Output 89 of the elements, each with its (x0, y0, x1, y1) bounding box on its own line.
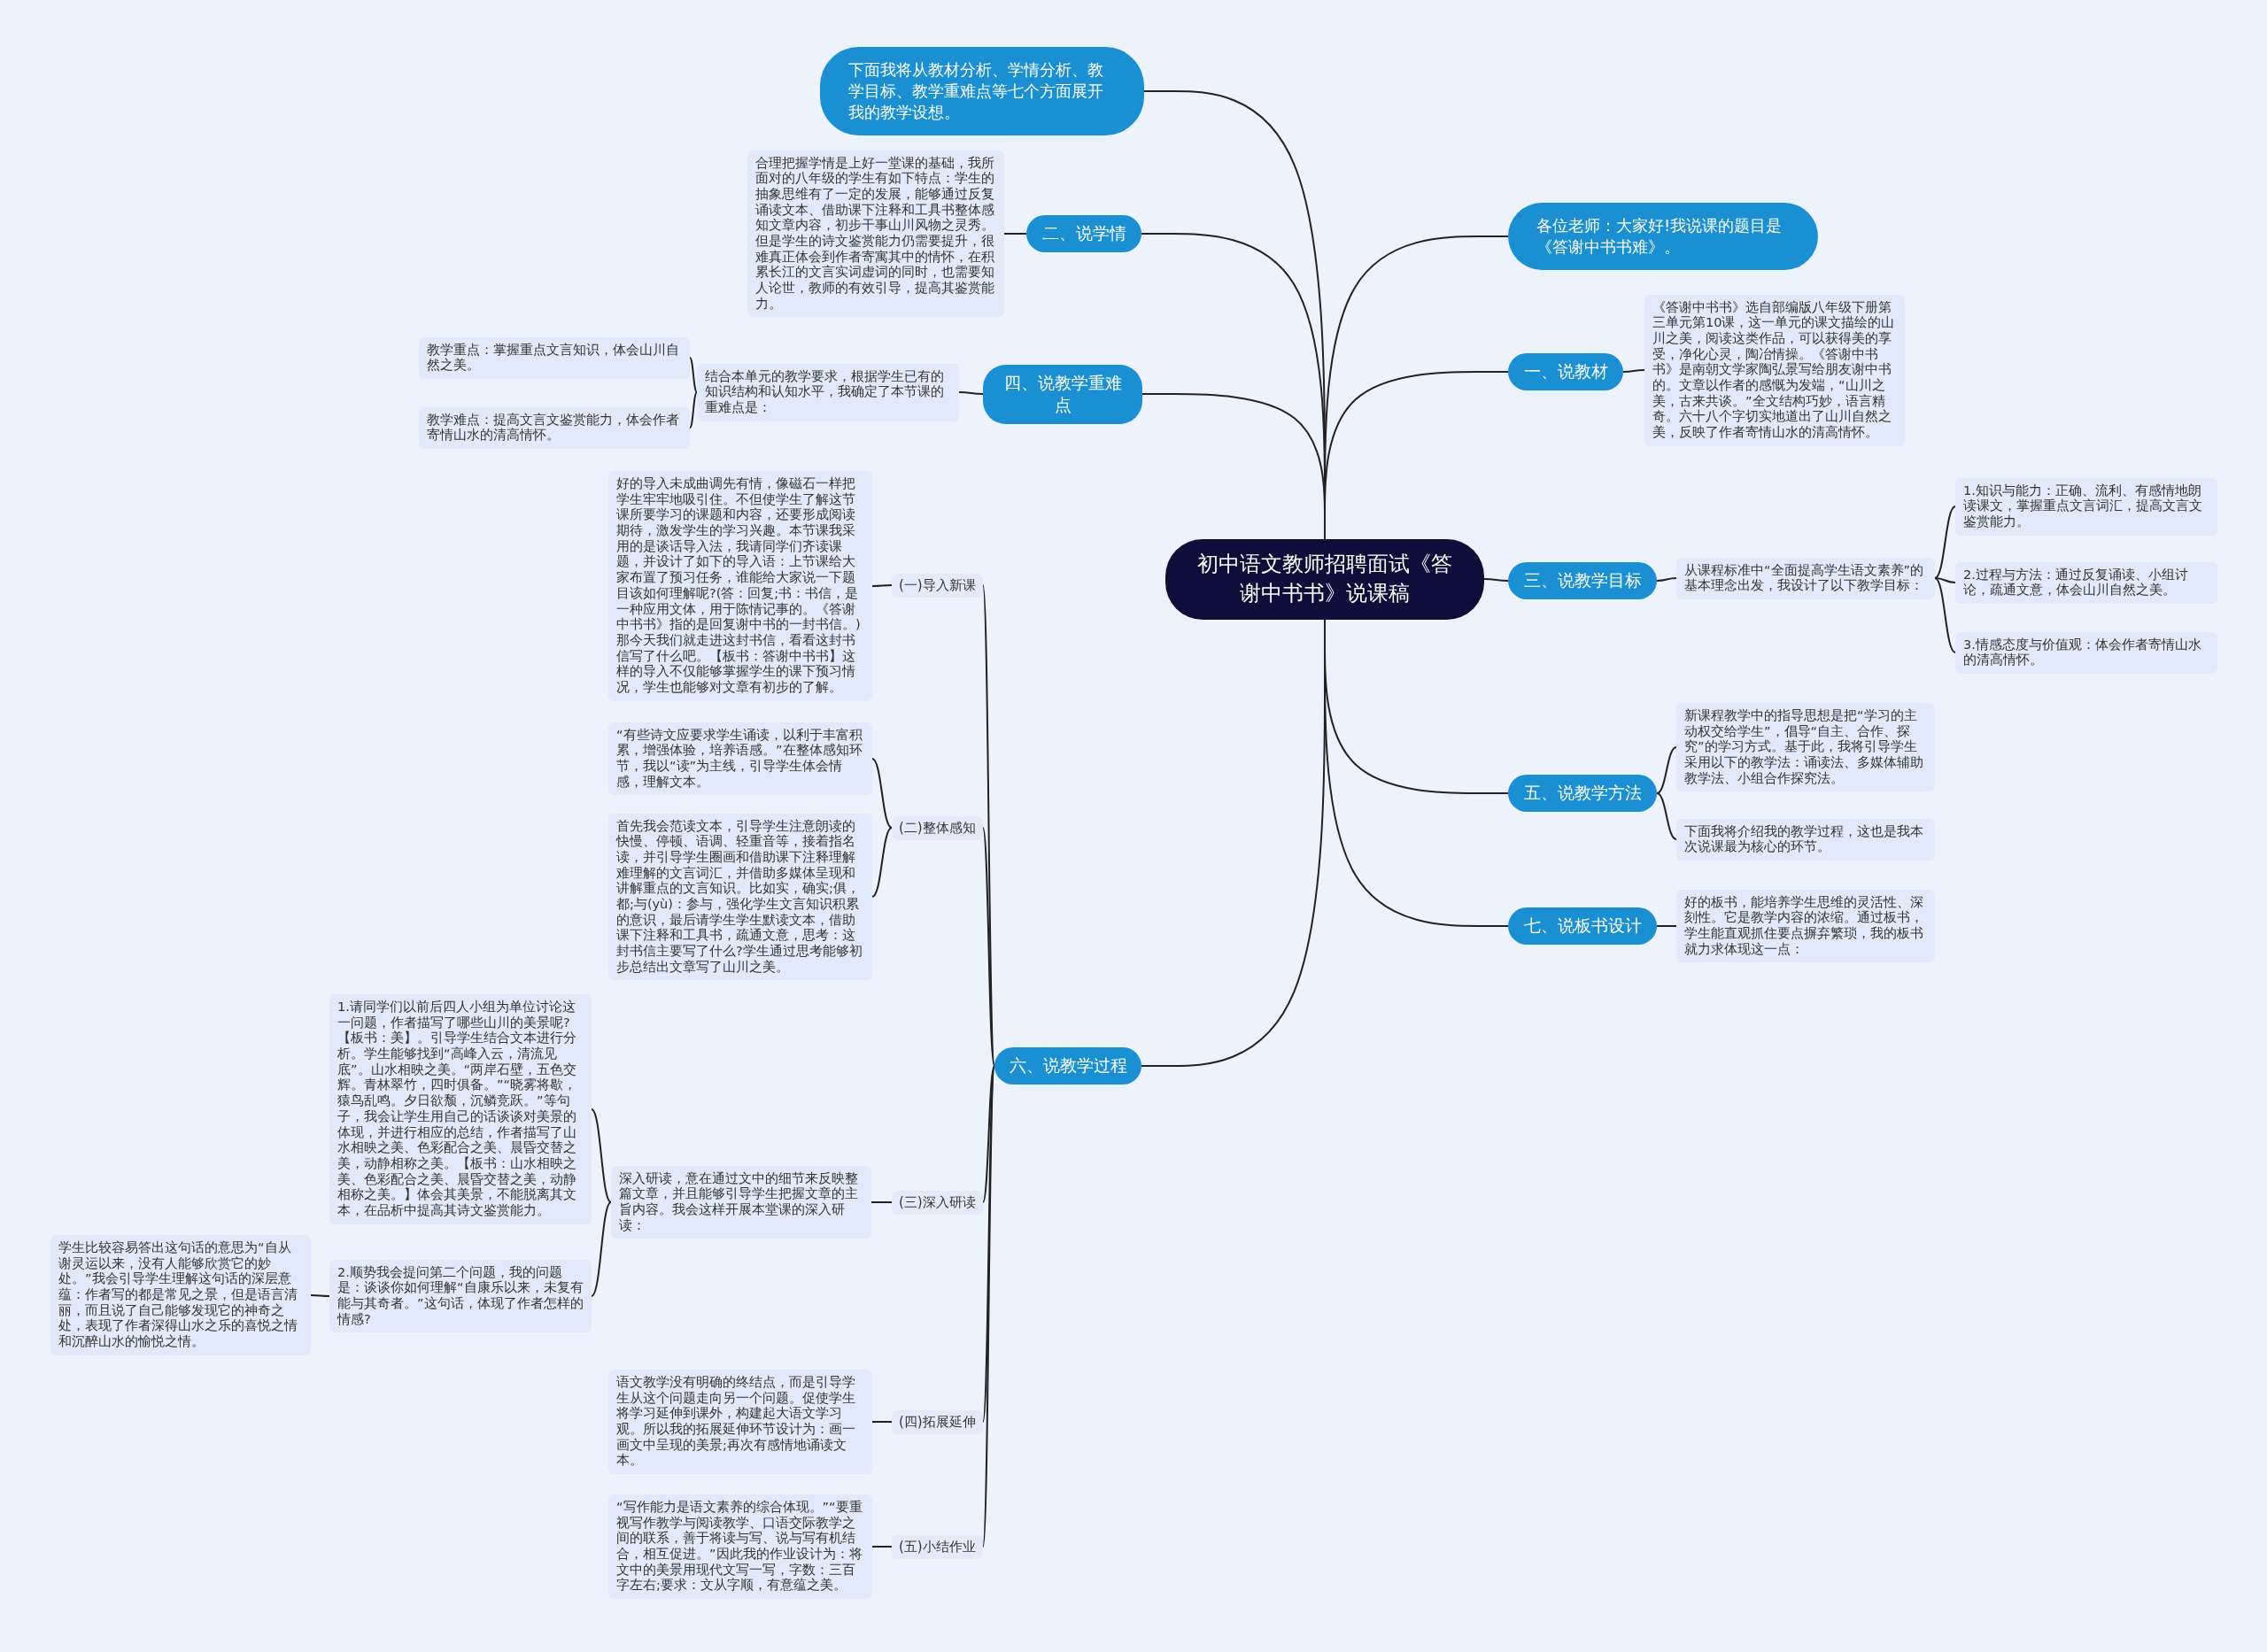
subtopic-tag (892, 1534, 983, 1559)
note-text: “写作能力是语文素养的综合体现。”“要重视写作教学与阅读教学、口语交际教学之间的联系，善于将读与写、说与写有机结合，相互促进。”因此我的作业设计为：将文中的美景用现代文写一写，字数：三百字左右;要求：文从字顺，有意蕴之美。 (616, 1500, 863, 1594)
connector-line (1934, 577, 1956, 583)
connector-line (689, 357, 698, 393)
connector-line (1483, 578, 1509, 582)
note-text: 新课程教学中的指导思想是把“学习的主动权交给学生”，倡导“自主、合作、探究”的学习方式。基于此，我将引导学生采用以下的教学法：诵读法、多媒体辅助教学法、小组合作探究法。 (1684, 708, 1924, 787)
note-text: 《答谢中书书》选自部编版八年级下册第三单元第10课，这一单元的课文描绘的山川之美，阅读这类作品，可以获得美的享受，净化心灵，陶冶情操。《答谢中书书》是南朝文学家陶弘景写给朋友谢中书的。文章以作者的感慨为发端，“山川之美，古来共谈。”全文结构巧妙，语言精奇。六十八个字切实地道出了山川自然之美，反映了作者寄情山水的清高情怀。 (1652, 299, 1896, 441)
note-card (1676, 557, 1935, 599)
topic-text: 三、说教学目标 (1522, 569, 1643, 591)
note-card (608, 722, 872, 796)
note-card (50, 1235, 311, 1355)
note-card (419, 336, 690, 379)
note-text: 2.过程与方法：通过反复诵读、小组讨论，疏通文意，体会山川自然之美。 (1963, 567, 2189, 598)
note-card (1676, 703, 1935, 792)
note-text: 学生比较容易答出这句话的意思为“自从谢灵运以来，没有人能够欣赏它的妙处。”我会引导学生理解这句话的深层意蕴：作者写的都是常见之景，但是语言清丽，而且说了自己能够发现它的神奇之处，表现了作者深得山水之乐的喜悦之情和沉醉山水的愉悦之情。 (58, 1240, 298, 1350)
note-card (1955, 631, 2217, 674)
subtopic-tag (892, 573, 983, 598)
topic-text: 下面我将从教材分析、学情分析、教学目标、教学重难点等七个方面展开我的教学设想。 (848, 58, 1104, 124)
topic-pill (1508, 775, 1657, 812)
connector-line (982, 1065, 995, 1423)
connector-line (310, 1294, 330, 1297)
note-card (1955, 477, 2217, 536)
note-text: 好的导入未成曲调先有情，像磁石一样把学生牢牢地吸引住。不但使学生了解这节课所要学习的课题和内容，还要形成阅读期待，激发学生的学习兴趣。本节课我采用的是谈话导入法，我请同学们齐读课题，并设计了如下的导入语：上节课给大家布置了预习任务，谁能给大家说一下题目该如何理解呢?(答：回复;书：书信，是一种应用文体，用于陈情记事的。《答谢中书书》指的是回复谢中书的一封书信。)那今天我们就走进这封书信，看看这封书信写了什么吧。【板书：答谢中书书】这样的导入不仅能够掌握学生的课下预习情况，学生也能够对文章有初步的了解。 (616, 476, 862, 696)
topic-text: 五、说教学方法 (1522, 782, 1643, 804)
connector-line (871, 758, 893, 829)
note-text: 语文教学没有明确的终结点，而是引导学生从这个问题走向另一个问题。促使学生将学习延伸到课外，构建起大语文学习观。所以我的拓展延伸环节设计为：画一画文中呈现的美景;再次有感情地诵读文本。 (616, 1375, 856, 1470)
note-text: 从课程标准中“全面提高学生语文素养”的基本理念出发，我设计了以下教学目标： (1684, 562, 1925, 594)
subtopic-text: (五)小结作业 (899, 1538, 976, 1556)
note-text: 好的板书，能培养学生思维的灵活性、深刻性。它是教学内容的浓缩。通过板书，学生能直观抓住要点摒弃繁琐，我的板书就力求体现这一点： (1684, 894, 1924, 958)
topic-pill (1508, 353, 1623, 390)
note-card (611, 1165, 871, 1239)
note-text: 3.情感态度与价值观：体会作者寄情山水的清高情怀。 (1963, 637, 2202, 668)
note-card (608, 1494, 872, 1600)
note-card (1676, 818, 1935, 861)
note-text: 下面我将介绍我的教学过程，这也是我本次说课最为核心的环节。 (1684, 823, 1924, 855)
topic-text: 二、说学情 (1041, 222, 1127, 244)
subtopic-tag (892, 1409, 983, 1434)
topic-text: 初中语文教师招聘面试《答谢中书书》说课稿 (1196, 550, 1453, 608)
note-card (1676, 889, 1935, 963)
topic-text: 一、说教材 (1522, 360, 1609, 382)
note-card (329, 1259, 592, 1333)
topic-text: 四、说教学重难点 (1002, 371, 1123, 417)
subtopic-tag (892, 1190, 983, 1215)
note-text: 教学重点：掌握重点文言知识，体会山川自然之美。 (427, 342, 680, 374)
note-card (697, 363, 959, 421)
connector-line (870, 1201, 893, 1203)
note-text: 首先我会范读文本，引导学生注意朗读的快慢、停顿、语调、轻重音等，接着指名读，并引导学生圈画和借助课下注释理解难理解的文言词汇，并借助多媒体呈现和讲解重点的文言知识。比如实，确实;俱，都;与(yù)：参与，强化学生文言知识积累的意识，最后请学生学生默读文本，借助课下注释和工具书，疏通文意，思考：这封书信主要写了什么?学生通过思考能够初步总结出文章写了山川之美。 (616, 818, 863, 976)
connector-line (591, 1108, 612, 1203)
topic-text: 七、说板书设计 (1522, 915, 1643, 937)
connector-line (1003, 233, 1027, 235)
connector-line (982, 827, 995, 1067)
subtopic-text: (一)导入新课 (899, 576, 976, 594)
subtopic-tag (892, 815, 983, 840)
connector-line (1656, 925, 1677, 927)
connector-line (689, 391, 698, 428)
subtopic-text: (三)深入研读 (899, 1193, 976, 1211)
note-text: 2.顺势我会提问第二个问题，我的问题是：谈谈你如何理解“自康乐以来，未复有能与其奇者。”这句话，体现了作者怎样的情感? (337, 1264, 584, 1328)
topic-pill (994, 1047, 1141, 1085)
connector-line (871, 1546, 893, 1548)
connector-line (958, 391, 984, 395)
note-text: 1.知识与能力：正确、流利、有感情地朗读课文，掌握重点文言词汇，提高文言文鉴赏能力。 (1963, 482, 2203, 530)
topic-text: 各位老师：大家好!我说课的题目是《答谢中书书难》。 (1536, 214, 1783, 258)
connector-line (1656, 792, 1677, 840)
connector-line (871, 827, 893, 898)
connector-line (1934, 506, 1956, 579)
note-text: “有些诗文应要求学生诵读，以利于丰富积累，增强体验，培养语感。”在整体感知环节，我以“读”为主线，引导学生体会情感，理解文本。 (616, 727, 863, 791)
note-card (419, 406, 690, 449)
connector-line (591, 1201, 612, 1297)
note-text: 深入研读，意在通过文中的细节来反映整篇文章，并且能够引导学生把握文章的主旨内容。我会这样开展本堂课的深入研读： (619, 1170, 859, 1234)
connector-line (871, 1421, 893, 1423)
connector-line (1656, 746, 1677, 794)
topic-text: 六、说教学过程 (1009, 1054, 1127, 1077)
connector-line (871, 584, 893, 587)
note-text: 教学难点：提高文言文鉴赏能力，体会作者寄情山水的清高情怀。 (427, 412, 680, 444)
topic-pill (1026, 215, 1141, 252)
note-text: 1.请同学们以前后四人小组为单位讨论这一问题，作者描写了哪些山川的美景呢?【板书：美】。引导学生结合文本进行分析。学生能够找到“高峰入云，清流见底”。山水相映之美。“两岸石壁，五色交辉。青林翠竹，四时俱备。”“晓雾将歇，猿鸟乱鸣。夕日欲颓，沉鳞竞跃。”等句子，我会让学生用自己的话谈谈对美景的体现，并进行相应的总结，作者描写了山水相映之美、色彩配合之美、晨昏交替之美，动静相称之美。【板书：山水相映之美、色彩配合之美、晨昏交替之美，动静相称之美。】体会其美景，不能脱离其文本，在品析中提高其诗文鉴赏能力。 (337, 1000, 578, 1219)
note-text: 结合本单元的教学要求，根据学生已有的知识结构和认知水平，我确定了本节课的重难点是： (705, 368, 945, 416)
topic-pill (1508, 562, 1657, 599)
topic-pill (1508, 907, 1657, 945)
connector-line (1656, 577, 1677, 582)
connector-line (1934, 577, 1956, 653)
connector-line (1622, 369, 1645, 373)
subtopic-text: (四)拓展延伸 (899, 1413, 976, 1431)
topic-pill (983, 364, 1142, 424)
note-text: 合理把握学情是上好一堂课的基础，我所面对的八年级的学生有如下特点：学生的抽象思维有了一定的发展，能够通过反复诵读文本、借助课下注释和工具书整体感知文章内容，初步干事山川风物之灵秀。但是学生的诗文鉴赏能力仍需要提升，很难真正体会到作者寄寓其中的情怀，在积累长江的文言实词虚词的同时，也需要知人论世，教师的有效引导，提高其鉴赏能力。 (755, 155, 995, 313)
note-card (608, 1370, 872, 1475)
connector-line (982, 1065, 995, 1203)
subtopic-text: (二)整体感知 (899, 819, 976, 837)
note-card (1955, 561, 2217, 604)
